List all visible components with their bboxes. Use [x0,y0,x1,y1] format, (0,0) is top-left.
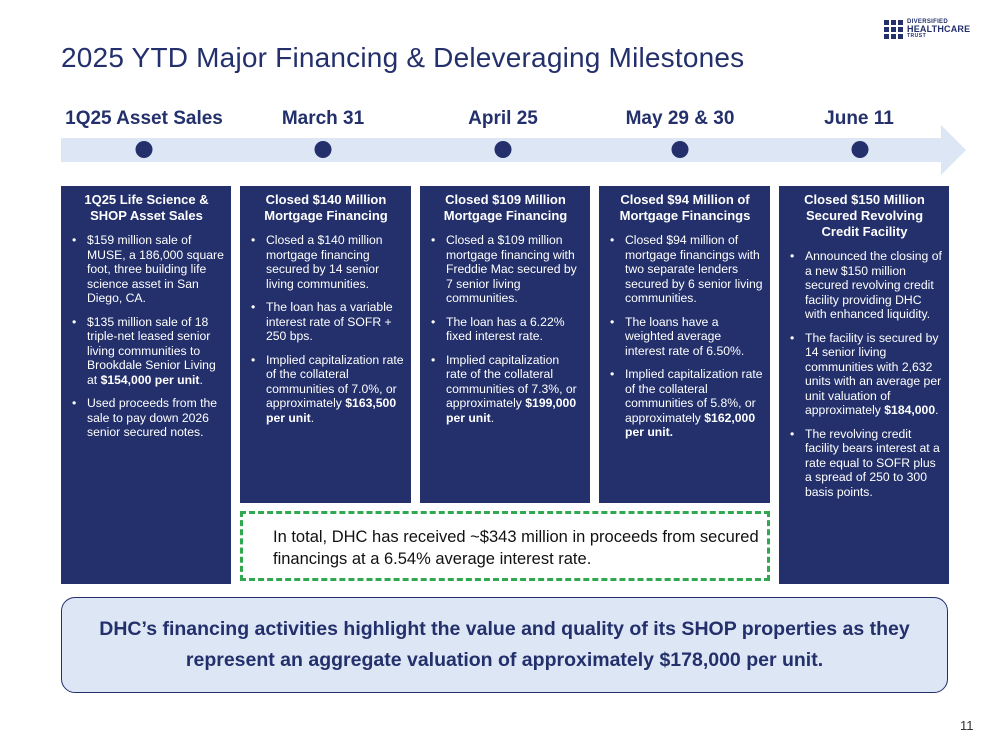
card-heading: Closed $150 Million Secured Revolving Cr… [804,192,925,239]
list-item: • Implied capitalization rate of the coll… [248,353,404,426]
bullet-text: The loan has a variable interest rate of… [266,300,393,343]
timeline-date-march-31: March 31 [281,108,365,129]
list-item: • The revolving credit facility bears int… [787,427,942,500]
list-item: • Used proceeds from the sale to pay down… [69,396,224,440]
bullet-icon: • [790,330,795,345]
list-item: • Closed $94 million of mortgage financin… [607,233,763,306]
card-bullet-list: • Closed $94 million of mortgage financin… [607,233,763,440]
list-item: • The loans have a weighted average inter… [607,315,763,359]
bullet-text: Implied capitalization rate of the colla… [446,352,577,411]
bullet-text: Closed a $140 million mortgage financing… [266,233,383,291]
bullet-icon: • [610,233,615,247]
bullet-text: Used proceeds from the sale to pay down … [87,396,218,439]
timeline-date-april-25: April 25 [468,108,538,129]
bullet-icon: • [431,314,436,329]
bullet-text: The loan has a 6.22% fixed interest rate… [446,314,565,344]
bullet-suffix: . [935,403,939,417]
bullet-text: The loans have a weighted average intere… [625,314,745,358]
timeline-marker [851,141,869,158]
bullet-text: Closed a $109 million mortgage financing… [446,233,577,305]
bullet-icon: • [610,314,615,329]
card-bullet-list: • $159 million sale of MUSE, a 186,000 sq… [69,233,224,440]
list-item: • Implied capitalization rate of the coll… [607,367,763,440]
card-heading: Closed $109 Million Mortgage Financing [443,192,568,223]
bullet-icon: • [72,396,77,410]
bullet-text: The facility is secured by 14 senior liv… [805,330,942,418]
timeline-marker [314,141,332,158]
milestone-card-asset-sales: 1Q25 Life Science & SHOP Asset Sales • $1… [61,186,231,584]
bullet-bold-text: $162,000 per unit. [625,410,756,440]
timeline-date-1q25: 1Q25 Asset Sales [65,108,223,129]
logo-mark-icon [884,19,903,39]
bullet-text: $135 million sale of 18 triple-net lease… [87,314,216,387]
milestone-card-may-29-30: Closed $94 Million of Mortgage Financing… [599,186,770,503]
bullet-text: The revolving credit facility bears inte… [805,426,940,499]
logo-line-3: TRUST [907,33,927,39]
list-item: • Announced the closing of a new $150 mil… [787,249,942,322]
milestone-card-june-11: Closed $150 Million Secured Revolving Cr… [779,186,949,584]
bullet-bold-text: $184,000 [884,403,936,417]
milestone-card-april-25: Closed $109 Million Mortgage Financing •… [420,186,590,503]
bullet-text: Implied capitalization rate of the colla… [625,367,763,425]
company-logo: DIVERSIFIED HEALTHCARE TRUST [884,19,970,39]
timeline-date-may-29-30: May 29 & 30 [625,108,735,129]
bullet-bold-text: $154,000 per unit [100,372,200,387]
bullet-icon: • [251,352,256,367]
logo-line-1: DIVERSIFIED [907,19,948,25]
bullet-icon: • [72,233,77,247]
bullet-bold-text: $163,500 per unit [266,396,397,425]
bullet-text: Announced the closing of a new $150 mill… [805,249,942,321]
logo-text: DIVERSIFIED HEALTHCARE TRUST [907,19,970,39]
card-heading: 1Q25 Life Science & SHOP Asset Sales [84,192,209,223]
bullet-icon: • [610,367,615,381]
card-bullet-list: • Closed a $109 million mortgage financin… [428,233,583,425]
list-item: • $135 million sale of 18 triple-net leas… [69,315,224,388]
bullet-text: $159 million sale of MUSE, a 186,000 squ… [87,233,224,305]
timeline-arrow [61,125,966,175]
bullet-text: Closed $94 million of mortgage financing… [625,233,763,305]
timeline-date-june-11: June 11 [824,108,894,129]
card-bullet-list: • Closed a $140 million mortgage financin… [248,233,404,425]
list-item: • The facility is secured by 14 senior li… [787,331,942,418]
timeline-marker [135,141,153,158]
list-item: • The loan has a 6.22% fixed interest rat… [428,315,583,344]
bullet-icon: • [790,249,795,263]
card-heading: Closed $94 Million of Mortgage Financing… [619,192,751,223]
timeline-marker [671,141,689,158]
bullet-suffix: . [310,410,315,425]
logo-line-2: HEALTHCARE [907,24,971,34]
list-item: • Closed a $140 million mortgage financin… [248,233,404,291]
bullet-icon: • [251,300,256,314]
bullet-icon: • [251,233,256,247]
total-proceeds-callout: In total, DHC has received ~$343 million… [240,511,770,581]
bullet-icon: • [790,426,795,441]
page-title: 2025 YTD Major Financing & Deleveraging … [61,42,745,73]
list-item: • Closed a $109 million mortgage financin… [428,233,583,306]
bullet-suffix: . [199,372,203,387]
card-heading: Closed $140 Million Mortgage Financing [264,192,388,223]
bullet-icon: • [431,233,436,247]
card-bullet-list: • Announced the closing of a new $150 mil… [787,249,942,499]
list-item: • Implied capitalization rate of the coll… [428,353,583,426]
bullet-bold-text: $199,000 per unit [446,396,577,425]
milestone-card-march-31: Closed $140 Million Mortgage Financing •… [240,186,411,503]
list-item: • The loan has a variable interest rate o… [248,300,404,344]
timeline-marker [494,141,512,158]
page-number: 11 [960,718,974,733]
bullet-text: Implied capitalization rate of the colla… [266,352,404,411]
bullet-icon: • [431,352,436,367]
bullet-suffix: . [490,410,495,425]
list-item: • $159 million sale of MUSE, a 186,000 sq… [69,233,224,306]
summary-banner: DHC’s financing activities highlight the… [61,597,948,693]
bullet-icon: • [72,314,77,329]
